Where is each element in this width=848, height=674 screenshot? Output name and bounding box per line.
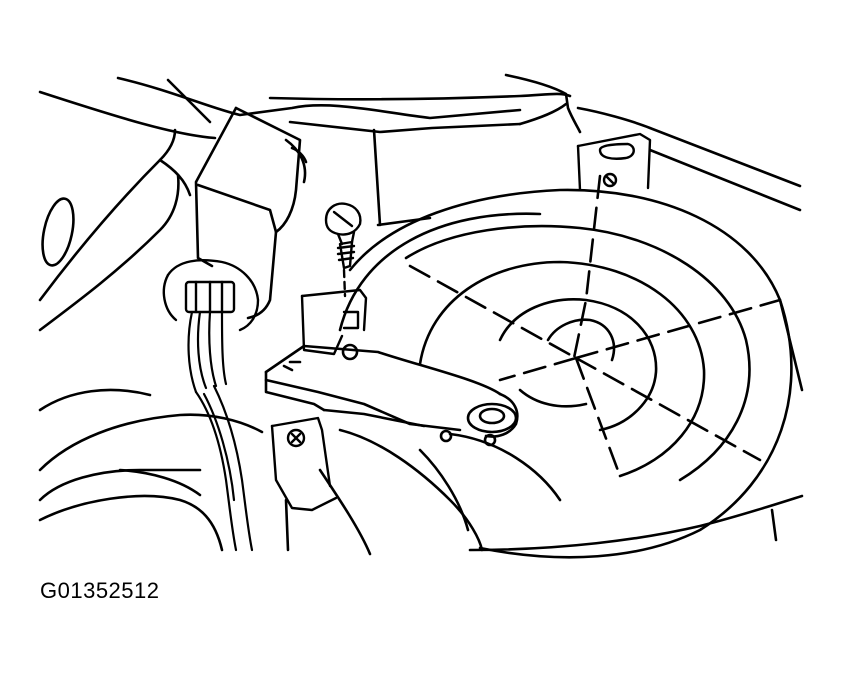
figure-code: G01352512 — [40, 578, 160, 603]
lower-bracket — [272, 418, 336, 510]
mounting-tab — [302, 290, 366, 354]
left-body-panel — [37, 130, 262, 500]
blower-fan — [286, 176, 802, 557]
mounting-screw — [326, 204, 360, 296]
sensor-tip — [343, 345, 357, 359]
panel-oval-hole — [37, 196, 79, 268]
housing-lower-edge — [40, 496, 802, 550]
temperature-sensor — [266, 345, 517, 445]
wiring-connector — [164, 260, 258, 330]
bracket-bolt-right — [604, 174, 616, 186]
motor-housing — [196, 108, 306, 318]
body-panel-outline — [40, 75, 800, 225]
right-bracket — [578, 134, 650, 190]
sensor-mount-hole — [480, 409, 504, 423]
bracket-bolt — [288, 430, 304, 446]
wire-harness — [189, 312, 252, 550]
